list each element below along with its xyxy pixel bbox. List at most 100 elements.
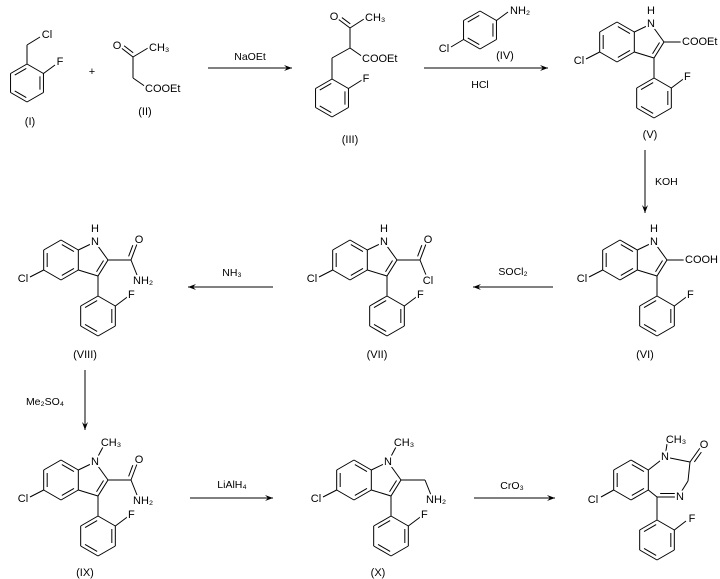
atom-label: Cl	[18, 273, 28, 285]
atom-label: O	[700, 439, 709, 451]
atom-label: CH₃	[101, 437, 121, 449]
bond	[463, 10, 481, 21]
double-bond-line	[385, 260, 393, 273]
bond	[43, 269, 62, 281]
bonds-layer	[10, 10, 702, 561]
reagent-me2so4: Me₂SO₄	[26, 396, 64, 408]
bond	[656, 325, 675, 337]
bond	[336, 489, 355, 501]
atom-label: O	[424, 234, 433, 246]
double-bond-line	[643, 548, 657, 556]
bond	[60, 459, 79, 471]
bond	[653, 241, 668, 261]
reagent-cro3: CrO₃	[500, 480, 524, 492]
bond	[613, 459, 632, 471]
bond	[479, 39, 497, 50]
bond	[639, 295, 658, 307]
double-bond-line	[61, 488, 75, 496]
atom-label: NH₂	[133, 275, 153, 287]
atom-label: F	[689, 513, 696, 525]
plus-sign: +	[89, 66, 95, 78]
arrowhead-icon	[284, 65, 292, 71]
atom-label: NH₂	[133, 495, 153, 507]
bond	[386, 295, 405, 307]
reagent-nh3: NH₃	[222, 267, 241, 279]
bond	[671, 78, 684, 89]
bond	[10, 92, 28, 103]
bond	[656, 549, 675, 561]
bond	[94, 446, 104, 463]
atom-label: N	[384, 456, 392, 468]
bond	[479, 10, 497, 21]
atom-label: H	[380, 223, 388, 235]
double-bond-line	[123, 45, 134, 54]
bond	[369, 295, 388, 307]
bond	[97, 515, 116, 527]
bond	[97, 479, 109, 497]
bond	[130, 259, 138, 276]
double-bond-line	[128, 244, 134, 257]
bond	[97, 295, 116, 307]
double-bond-line	[377, 520, 391, 528]
compound-label: (V)	[643, 129, 658, 141]
bond	[371, 461, 389, 471]
atom-label: N	[91, 236, 99, 248]
bond	[353, 459, 372, 471]
atom-label: N	[661, 451, 669, 463]
bond	[664, 456, 691, 463]
atom-label: N	[380, 236, 388, 248]
bond	[630, 459, 649, 471]
reagent-hcl: HCl	[471, 79, 489, 91]
atom-label: Cl	[307, 273, 317, 285]
bond	[616, 21, 635, 33]
bond	[115, 296, 128, 307]
double-bond-line	[620, 244, 634, 252]
bond	[78, 269, 99, 277]
bond	[119, 46, 134, 58]
atom-label: Cl	[423, 275, 433, 287]
bond	[634, 51, 655, 59]
bond	[349, 18, 365, 29]
bond	[404, 296, 417, 307]
atom-label: F	[128, 509, 135, 521]
atom-label: F	[684, 71, 691, 83]
bond	[386, 325, 405, 337]
atom-label: Cl	[588, 494, 598, 506]
bond	[630, 489, 649, 501]
double-bond-line	[373, 324, 387, 332]
bond	[677, 480, 689, 498]
atom-label: COOH	[685, 254, 718, 266]
bond	[26, 36, 41, 46]
atom-label: COOEt	[362, 53, 397, 65]
bond	[373, 515, 392, 527]
bond	[588, 269, 603, 278]
double-bond-line	[620, 268, 634, 276]
double-bond-line	[341, 17, 351, 25]
bond	[674, 296, 687, 307]
compound-label: (VIII)	[73, 349, 97, 361]
atom-label: Cl	[18, 493, 28, 505]
double-bond-line	[319, 105, 332, 113]
double-bond-line	[350, 268, 364, 276]
atom-label: CH₃	[365, 12, 385, 24]
bond	[687, 461, 691, 482]
double-bond-line	[643, 300, 657, 308]
double-bond-line	[652, 42, 660, 55]
bond	[639, 325, 658, 337]
double-bond-line	[617, 26, 631, 34]
bond	[349, 239, 368, 251]
double-bond-line	[319, 83, 332, 91]
bond	[650, 23, 665, 43]
atom-label: H	[91, 223, 99, 235]
bond	[331, 107, 349, 118]
atom-label: COOEt	[682, 36, 717, 48]
atom-label: F	[687, 289, 694, 301]
atom-label: Cl	[311, 493, 321, 505]
bond	[600, 489, 614, 498]
bond	[80, 545, 99, 557]
double-bond-line	[643, 524, 657, 532]
compound-label: (III)	[342, 134, 359, 146]
bond	[349, 269, 368, 281]
bond	[408, 516, 421, 527]
atom-label: O	[113, 40, 122, 52]
